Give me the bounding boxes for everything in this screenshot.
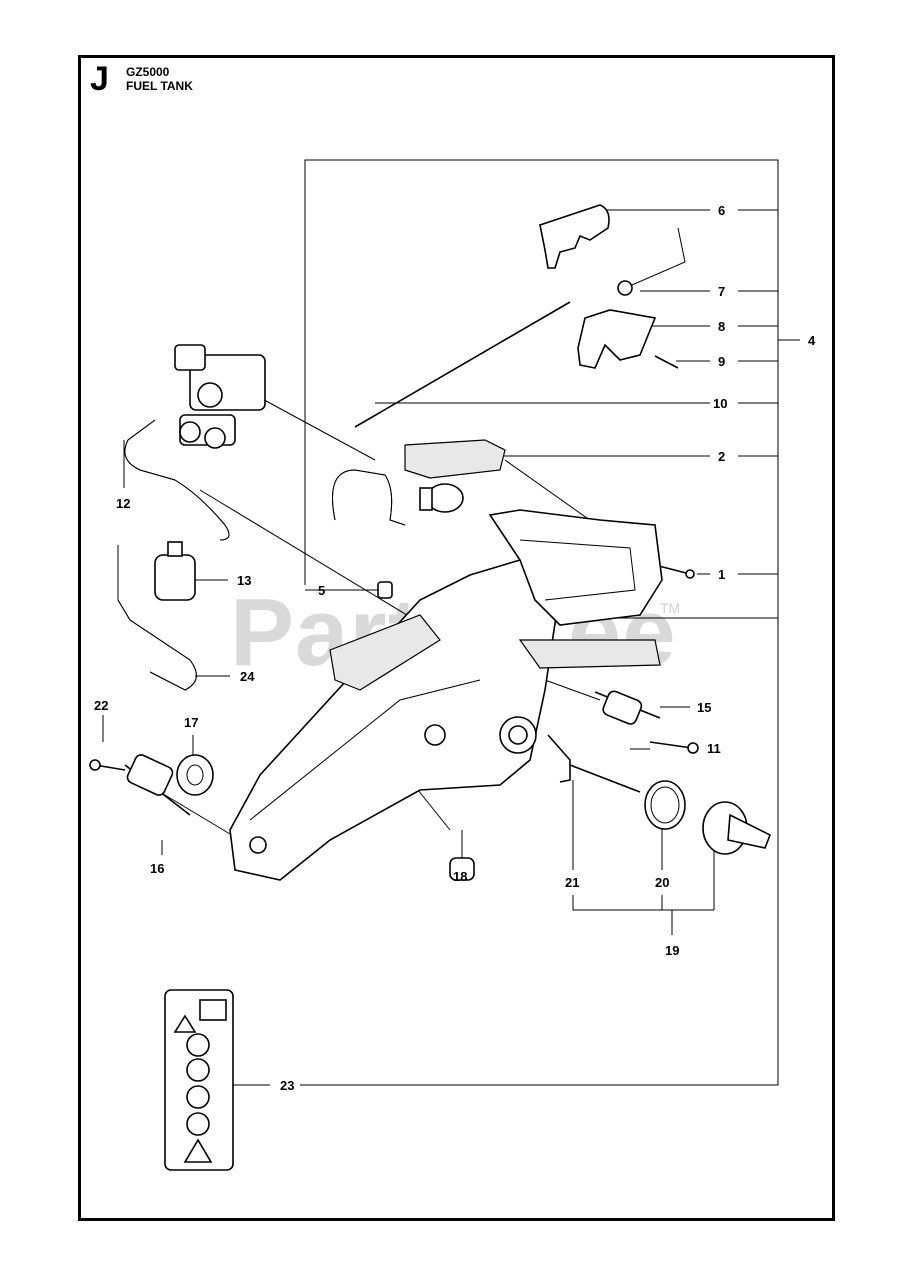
- part-fuel-tank-body: [229, 509, 663, 881]
- callout-17: 17: [184, 715, 198, 730]
- part-warning-decal-23: [164, 989, 234, 1171]
- part-impulse-hose: [332, 469, 406, 526]
- part-grommet-5: [377, 581, 393, 599]
- callout-16: 16: [150, 861, 164, 876]
- callout-22: 22: [94, 698, 108, 713]
- callout-9: 9: [718, 354, 725, 369]
- part-fuel-hose-24-inner: [117, 545, 197, 691]
- callout-15: 15: [697, 700, 711, 715]
- callout-4: 4: [808, 333, 816, 348]
- callout-8: 8: [718, 319, 725, 334]
- part-carburetor: [174, 344, 266, 449]
- part-throttle-trigger: [577, 309, 657, 369]
- part-throttle-rod: [354, 301, 571, 428]
- callout-2: 2: [718, 449, 725, 464]
- callout-11: 11: [707, 741, 721, 756]
- callout-24: 24: [240, 669, 255, 684]
- part-screw-22: [89, 759, 126, 771]
- part-primer-bulb: [419, 483, 464, 513]
- callout-5: 5: [318, 583, 325, 598]
- part-handle-insert: [404, 439, 506, 479]
- watermark-tm: TM: [660, 600, 681, 616]
- diagram-frame: [78, 55, 835, 1221]
- callout-18: 18: [453, 869, 467, 884]
- part-av-spring-16: [124, 754, 191, 816]
- callout-labels: 6 7 8 4 9 10 2 12 1 13 5 24 22 15 17 11 …: [94, 203, 816, 1093]
- part-fuel-cap-19: [702, 801, 772, 855]
- leader-lines: [102, 209, 778, 1086]
- section-letter: J: [90, 60, 109, 98]
- part-bushing-18: [449, 857, 475, 881]
- part-impulse-hose-inner: [332, 469, 406, 526]
- callout-19: 19: [665, 943, 679, 958]
- callout-23: 23: [280, 1078, 294, 1093]
- part-fuel-filter: [154, 541, 196, 601]
- part-link-21: [547, 734, 641, 793]
- callout-21: 21: [565, 875, 579, 890]
- callout-6: 6: [718, 203, 725, 218]
- part-screw-11: [649, 741, 699, 754]
- part-fuel-hose-12-inner: [124, 419, 230, 541]
- part-pin: [654, 355, 679, 369]
- callout-10: 10: [713, 396, 727, 411]
- part-spring: [617, 227, 686, 296]
- callout-1: 1: [718, 567, 725, 582]
- model-number: GZ5000: [126, 65, 170, 79]
- part-buffer-17: [176, 754, 214, 796]
- section-title: FUEL TANK: [126, 79, 193, 93]
- callout-7: 7: [718, 284, 725, 299]
- part-handle-cover: [539, 204, 610, 269]
- callout-12: 12: [116, 496, 130, 511]
- callout-20: 20: [655, 875, 669, 890]
- part-av-spring-15: [594, 690, 661, 725]
- callout-13: 13: [237, 573, 251, 588]
